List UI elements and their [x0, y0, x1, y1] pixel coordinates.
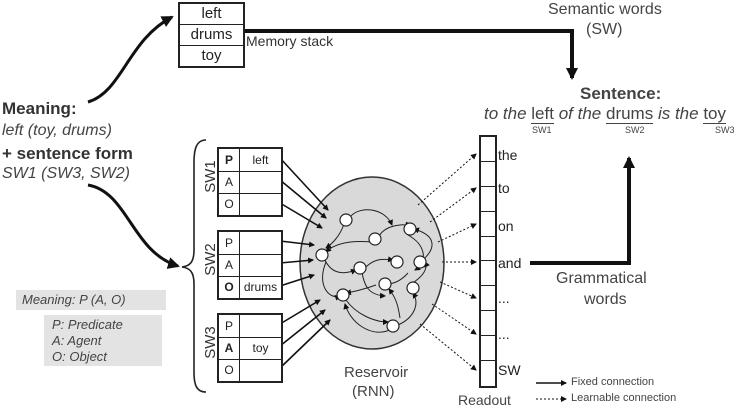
sentence-line: to the left of the drums is the toy [484, 104, 727, 124]
neuron [353, 261, 367, 275]
reservoir-neurons [315, 213, 427, 333]
fixed-connection-label: Fixed connection [571, 376, 655, 388]
role-filler [240, 315, 281, 337]
readout-word: ... [498, 326, 510, 342]
readout-to-sentence-arrow [530, 156, 635, 265]
form-to-brace-arrow [87, 183, 180, 269]
role-key-object: O: Object [52, 349, 107, 364]
role-filler [240, 232, 281, 254]
sentence-sw1-word: left [531, 104, 554, 124]
grammatical-words-title: Grammatical [556, 270, 647, 287]
neuron [339, 213, 353, 227]
meaning-value: left (toy, drums) [2, 122, 112, 139]
learnable-connection-label: Learnable connection [571, 392, 677, 404]
role-label: O [219, 276, 240, 298]
reservoir-sublabel: (RNN) [352, 383, 395, 400]
neuron [406, 281, 420, 295]
memory-stack-label: Memory stack [246, 33, 334, 49]
readout-word: on [498, 218, 514, 234]
readout-word: ... [498, 290, 510, 306]
readout-word: and [498, 255, 522, 271]
role-key-predicate: P: Predicate [52, 317, 123, 332]
readout-word: the [498, 147, 518, 163]
sentence-form-value: SW1 (SW3, SW2) [2, 165, 131, 182]
readout-label: Readout [458, 392, 511, 408]
stack-item: drums [180, 25, 243, 46]
sw1-tag: SW1 [532, 125, 552, 135]
readout-unit [481, 212, 495, 237]
meaning-formula-box [16, 290, 166, 310]
readout-unit [481, 187, 495, 212]
neuron [368, 232, 382, 246]
neuron [378, 277, 392, 291]
neuron [315, 248, 329, 262]
role-key-box [44, 315, 162, 366]
sw3-tag: SW3 [715, 125, 735, 135]
readout-unit [481, 237, 495, 262]
sentence-form-title: + sentence form [2, 144, 133, 163]
role-filler [240, 171, 281, 193]
readout-unit [481, 336, 495, 362]
readout-unit [481, 311, 495, 337]
reservoir-label: Reservoir [344, 364, 409, 381]
reservoir-ellipse [299, 176, 445, 350]
role-key-agent: A: Agent [52, 333, 102, 348]
role-label: P [219, 315, 240, 337]
readout-unit [481, 162, 495, 187]
role-filler: drums [243, 280, 278, 294]
readout-unit [481, 286, 495, 312]
meaning-formula: Meaning: P (A, O) [22, 292, 126, 307]
sentence-filler: is the [657, 104, 699, 123]
sw2-tag: SW2 [625, 125, 645, 135]
stack-to-sentence-arrow [242, 29, 578, 80]
neuron [336, 288, 350, 302]
role-label: A [219, 254, 240, 276]
role-filler [240, 359, 281, 381]
memory-stack: left drums toy [178, 2, 245, 68]
semantic-words-title: Semantic words [548, 1, 662, 18]
input-connections [279, 157, 331, 369]
role-label: P [219, 232, 240, 254]
semantic-words-abbrev: (SW) [586, 21, 623, 38]
role-filler: toy [252, 341, 269, 355]
readout-unit [481, 261, 495, 287]
role-brace [181, 139, 207, 393]
readout-column [479, 135, 497, 388]
sentence-filler: of the [558, 104, 602, 123]
role-label: A [219, 171, 240, 193]
role-label: P [219, 149, 240, 171]
neuron [403, 222, 417, 236]
meaning-to-stack-arrow [87, 15, 174, 104]
meaning-title: Meaning: [2, 99, 77, 118]
neuron [386, 319, 400, 333]
neuron [390, 255, 404, 269]
role-label: O [219, 193, 240, 215]
neuron [413, 255, 427, 269]
sentence-sw3-word: toy [703, 104, 727, 124]
output-connections [417, 153, 477, 371]
sentence-title: Sentence: [580, 84, 662, 103]
role-filler: left [252, 153, 269, 167]
stack-item: toy [201, 47, 222, 64]
role-label: A [219, 337, 240, 359]
role-filler [240, 254, 281, 276]
readout-word: SW [498, 362, 521, 378]
role-label: O [219, 359, 240, 381]
grammatical-words-subtitle: words [584, 291, 627, 308]
readout-unit [481, 361, 495, 386]
role-filler [240, 193, 281, 215]
sentence-filler: to the [484, 104, 527, 123]
sentence-sw2-word: drums [605, 104, 654, 124]
readout-word: to [498, 180, 510, 196]
stack-item: left [180, 4, 243, 25]
readout-unit [481, 137, 495, 162]
